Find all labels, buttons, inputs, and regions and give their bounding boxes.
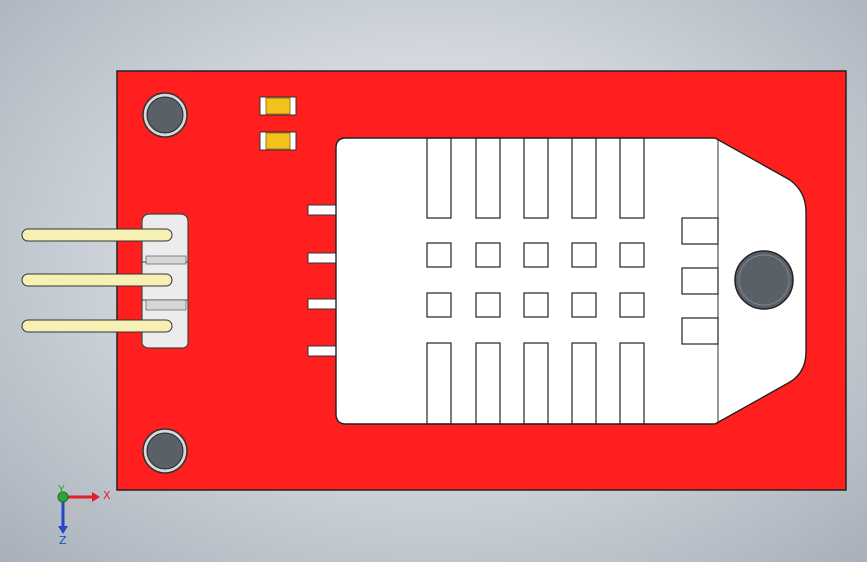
header-pin-2 xyxy=(21,273,173,287)
sensor-mounting-hole xyxy=(734,250,794,310)
sensor-vent-squares-row-2 xyxy=(426,292,645,318)
y-axis-label: Y xyxy=(57,483,65,496)
triad-plane-icon xyxy=(63,496,93,526)
sensor-body[interactable] xyxy=(335,137,807,425)
orientation-triad[interactable]: X Y Z xyxy=(57,483,111,547)
x-axis-label: X xyxy=(103,489,111,502)
smd-component-bottom xyxy=(259,131,297,151)
y-axis-icon xyxy=(57,491,69,503)
mounting-hole-top xyxy=(142,92,188,138)
z-axis-label: Z xyxy=(59,534,67,547)
z-axis-arrow-icon xyxy=(58,526,68,534)
sensor-vent-slots-bottom xyxy=(426,342,645,425)
sensor-vent-slots-top xyxy=(426,137,645,219)
mounting-hole-bottom xyxy=(142,428,188,474)
smd-component-top xyxy=(259,96,297,116)
sensor-side-slots xyxy=(681,217,719,345)
x-axis-arrow-icon xyxy=(92,492,100,502)
header-pin-3 xyxy=(21,319,173,333)
header-pin-1 xyxy=(21,228,173,242)
sensor-vent-squares-row-1 xyxy=(426,242,645,268)
